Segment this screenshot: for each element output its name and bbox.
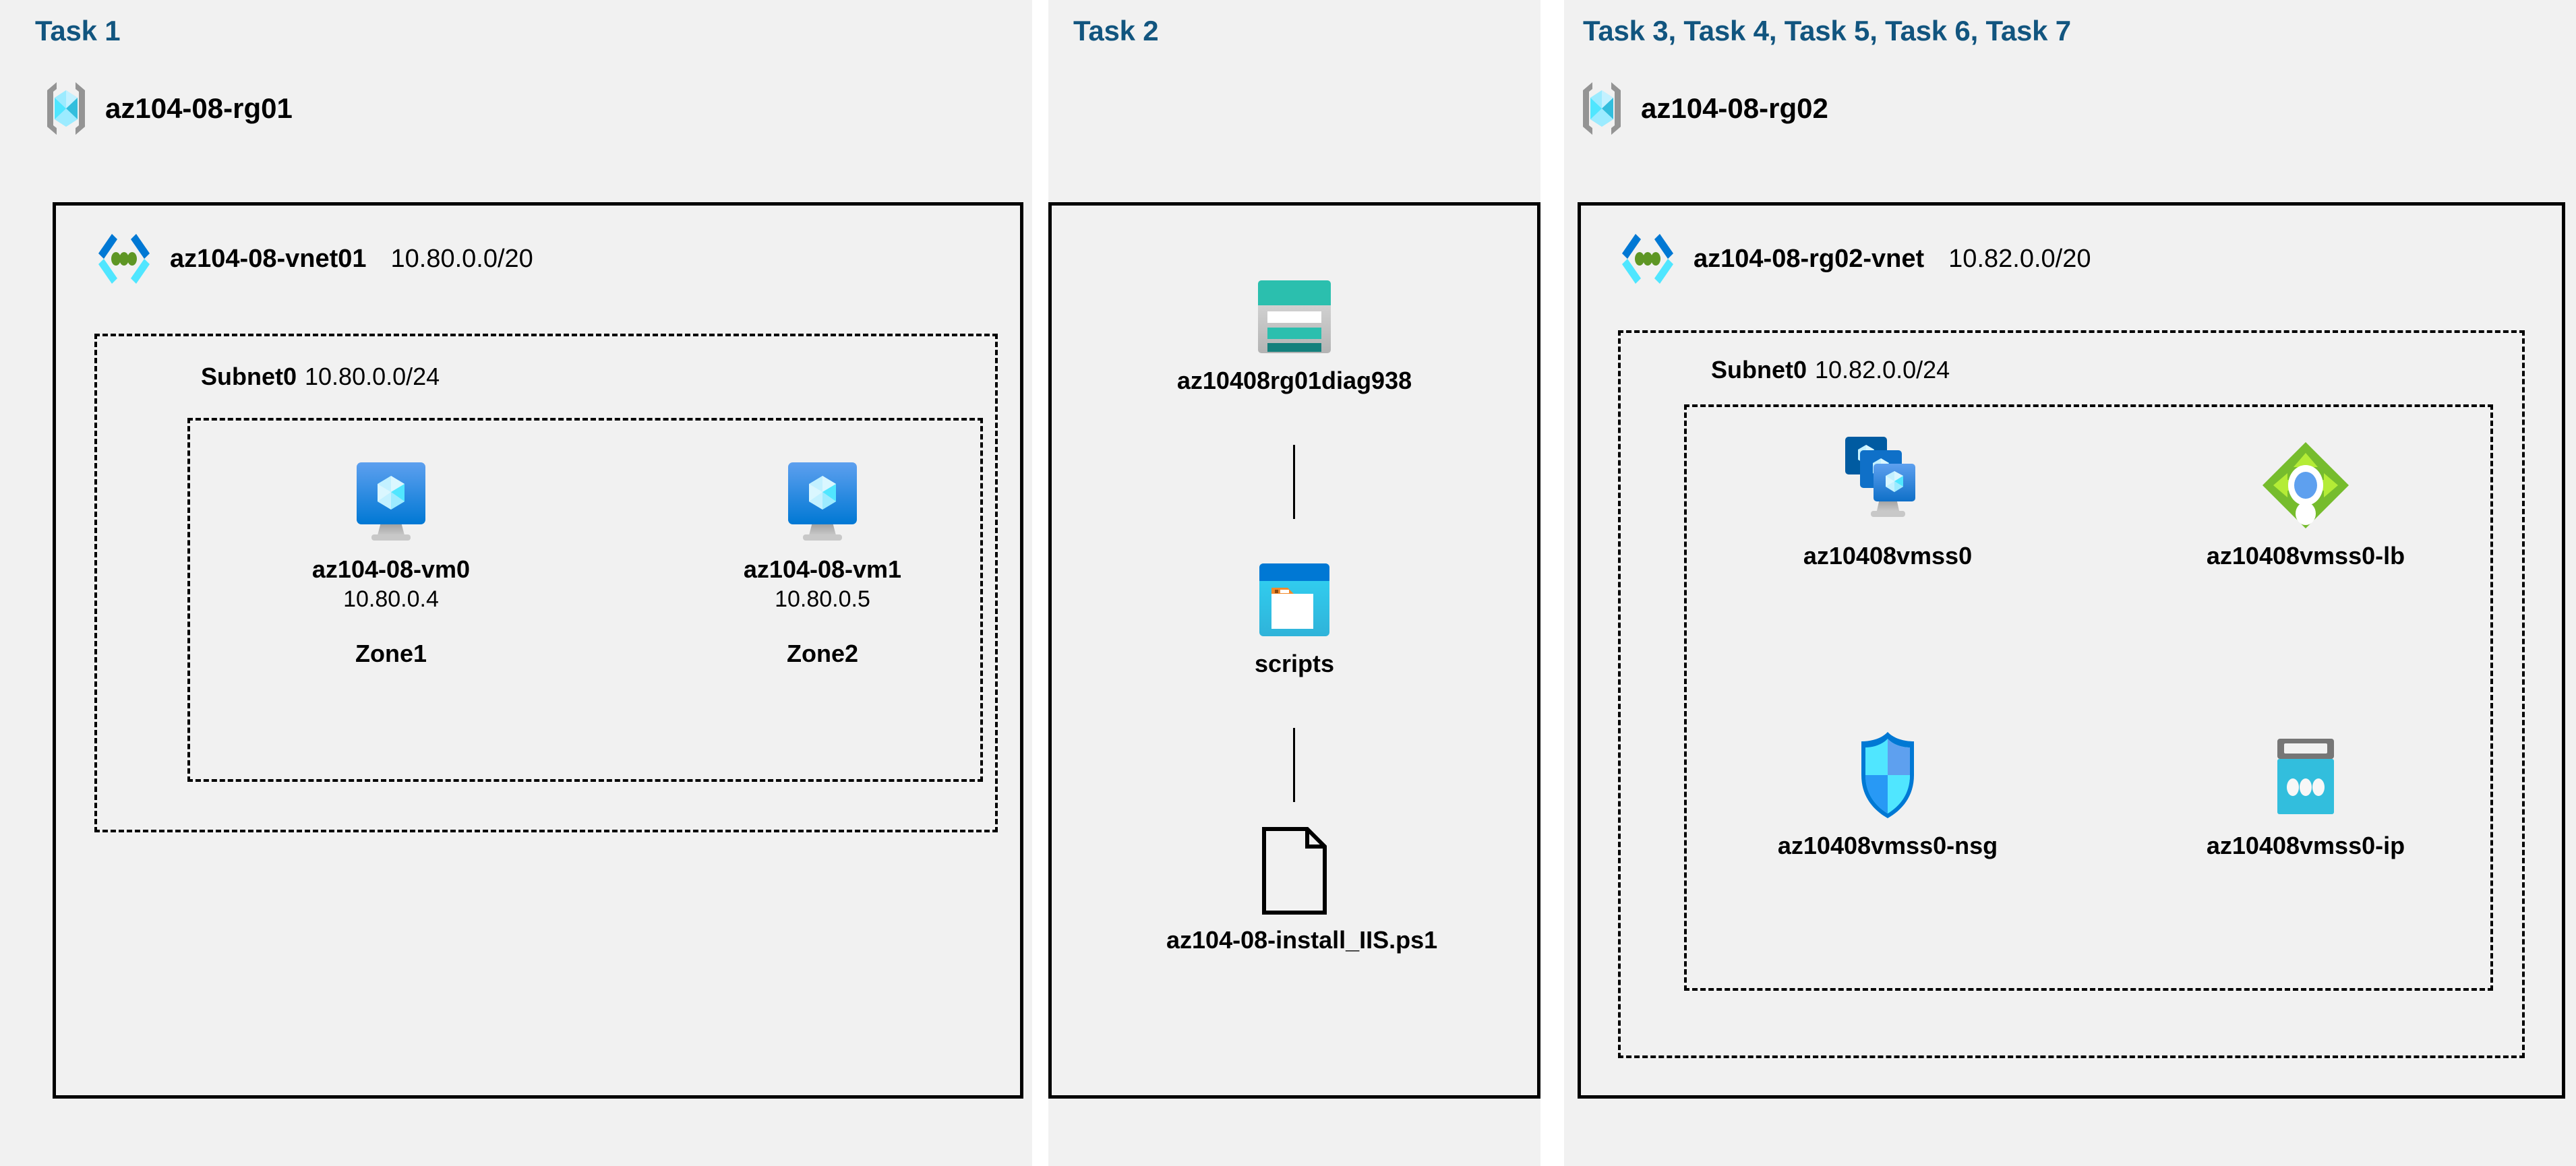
resource-group-icon: [42, 80, 90, 137]
storage-account-name: az10408rg01diag938: [1176, 367, 1412, 394]
task3-7-panel: Task 3, Task 4, Task 5, Task 6, Task 7: [1564, 0, 2576, 1166]
resource-group-label: az104-08-rg02: [1641, 92, 1828, 124]
virtual-machine-vm1[interactable]: az104-08-vm1 10.80.0.5 Zone2: [694, 445, 951, 668]
task3-7-title: Task 3, Task 4, Task 5, Task 6, Task 7: [1583, 15, 2071, 47]
file-icon: [1166, 816, 1422, 917]
storage-account-icon: [1166, 256, 1422, 357]
public-ip-address-node[interactable]: az10408vmss0-ip: [2178, 721, 2434, 860]
vnet01-name: az104-08-vnet01: [170, 244, 367, 273]
vnet01-header[interactable]: az104-08-vnet01 10.80.0.0/20: [94, 233, 533, 285]
public-ip-address-icon: [2178, 721, 2434, 822]
vm-scale-set-node[interactable]: az10408vmss0: [1760, 431, 2016, 570]
subnet0-name-task1: Subnet0: [201, 363, 297, 390]
vm0-name: az104-08-vm0: [311, 555, 471, 583]
availability-zones-boundary: [187, 418, 983, 782]
vnet01-boundary: [53, 202, 1023, 1099]
public-ip-address-name: az10408vmss0-ip: [2206, 832, 2405, 859]
resource-group-icon: [1578, 80, 1626, 137]
task1-title: Task 1: [35, 15, 121, 47]
vmss-resources-boundary: [1684, 404, 2493, 991]
vnet02-cidr: 10.82.0.0/20: [1948, 244, 2091, 273]
network-security-group-name: az10408vmss0-nsg: [1777, 832, 1998, 859]
subnet0-label-task1: Subnet0 10.80.0.0/24: [201, 363, 440, 391]
resource-group-rg02[interactable]: az104-08-rg02: [1578, 80, 1828, 137]
vm1-ip: 10.80.0.5: [775, 586, 870, 612]
subnet0-cidr-task1: 10.80.0.0/24: [305, 363, 440, 390]
load-balancer-icon: [2178, 431, 2434, 532]
subnet0-boundary-task3: [1618, 330, 2525, 1058]
vmss-name: az10408vmss0: [1803, 542, 1973, 570]
subnet0-boundary-task1: [94, 334, 998, 832]
storage-account-node[interactable]: az10408rg01diag938: [1166, 256, 1422, 395]
blob-container-icon: [1166, 539, 1422, 640]
vm0-ip: 10.80.0.4: [343, 586, 439, 612]
connector-scripts-to-file: [1293, 728, 1295, 802]
load-balancer-name: az10408vmss0-lb: [2206, 542, 2405, 570]
file-node[interactable]: az104-08-install_IIS.ps1: [1166, 816, 1438, 954]
connector-storage-to-scripts: [1293, 445, 1295, 519]
vnet02-boundary: [1578, 202, 2565, 1099]
blob-container-name: scripts: [1254, 650, 1335, 677]
load-balancer-node[interactable]: az10408vmss0-lb: [2178, 431, 2434, 570]
task2-title: Task 2: [1073, 15, 1159, 47]
virtual-machine-icon: [263, 445, 519, 546]
task2-boundary: [1048, 202, 1540, 1099]
virtual-network-icon: [1618, 233, 1677, 285]
subnet0-name-task3: Subnet0: [1711, 356, 1807, 383]
vnet02-name: az104-08-rg02-vnet: [1694, 244, 1925, 273]
subnet0-cidr-task3: 10.82.0.0/24: [1815, 356, 1950, 383]
vm1-name: az104-08-vm1: [743, 555, 902, 583]
virtual-machine-icon: [694, 445, 951, 546]
vnet01-cidr: 10.80.0.0/20: [390, 244, 533, 273]
file-name: az104-08-install_IIS.ps1: [1166, 926, 1438, 954]
vm-scale-set-icon: [1760, 431, 2016, 532]
vm0-zone: Zone1: [355, 640, 427, 667]
vnet02-header[interactable]: az104-08-rg02-vnet 10.82.0.0/20: [1618, 233, 2091, 285]
network-security-group-icon: [1760, 721, 2016, 822]
network-security-group-node[interactable]: az10408vmss0-nsg: [1760, 721, 2016, 860]
resource-group-rg01[interactable]: az104-08-rg01: [42, 80, 293, 137]
resource-group-label: az104-08-rg01: [105, 92, 293, 124]
blob-container-node[interactable]: scripts: [1166, 539, 1422, 678]
subnet0-label-task3: Subnet0 10.82.0.0/24: [1711, 356, 1950, 384]
task1-panel: Task 1: [0, 0, 1032, 1166]
vm1-zone: Zone2: [786, 640, 858, 667]
virtual-machine-vm0[interactable]: az104-08-vm0 10.80.0.4 Zone1: [263, 445, 519, 668]
virtual-network-icon: [94, 233, 154, 285]
